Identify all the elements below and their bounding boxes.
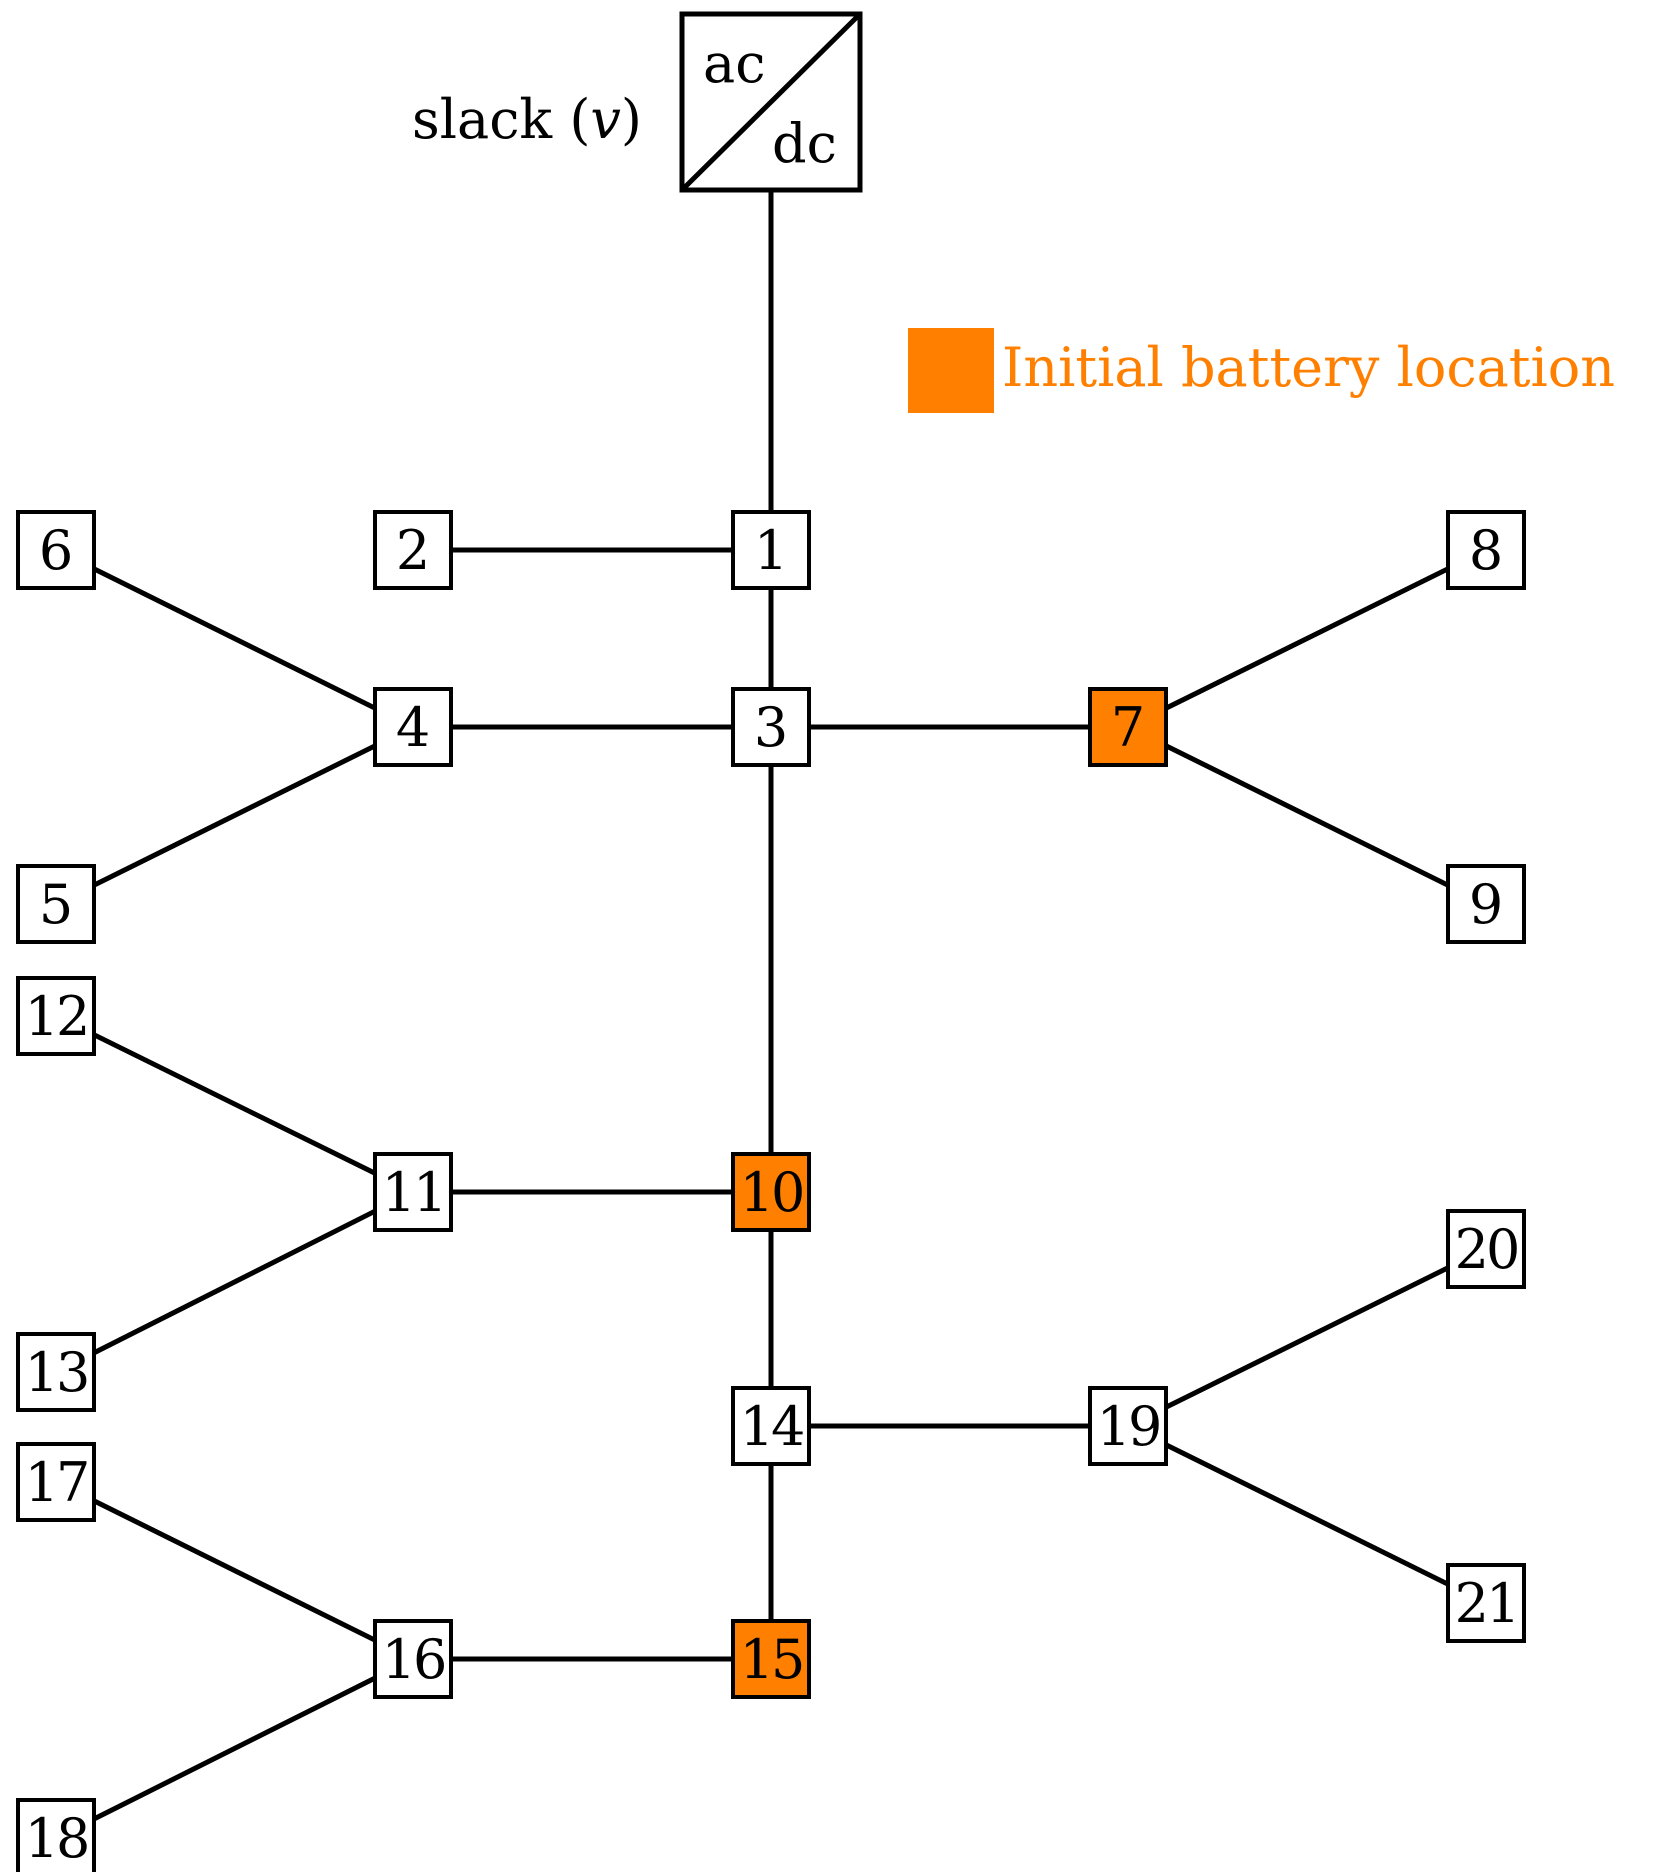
bus-node-box bbox=[1446, 864, 1526, 944]
bus-node-21: 21 bbox=[1446, 1563, 1526, 1643]
slack-symbol: v bbox=[590, 88, 621, 151]
bus-node-box bbox=[731, 687, 811, 767]
bus-node-box bbox=[16, 864, 96, 944]
bus-node-label: 19 bbox=[1097, 1395, 1160, 1458]
bus-node-box bbox=[373, 510, 453, 590]
bus-node-19: 19 bbox=[1088, 1386, 1168, 1466]
edge-4-6 bbox=[54, 547, 415, 730]
slack-open-paren: ( bbox=[552, 88, 590, 151]
bus-node-box bbox=[731, 1386, 811, 1466]
legend-battery-label: Initial battery location bbox=[1002, 336, 1615, 399]
bus-node-11: 11 bbox=[373, 1152, 453, 1232]
bus-node-label: 14 bbox=[740, 1395, 803, 1458]
bus-node-label: 17 bbox=[25, 1451, 88, 1514]
bus-node-box bbox=[16, 1332, 96, 1412]
bus-node-label: 10 bbox=[740, 1161, 803, 1224]
bus-node-9: 9 bbox=[1446, 864, 1526, 944]
slack-word: slack bbox=[412, 88, 553, 151]
bus-node-label: 7 bbox=[1111, 696, 1145, 759]
bus-node-label: 20 bbox=[1455, 1218, 1518, 1281]
bus-node-box bbox=[16, 976, 96, 1056]
bus-node-label: 21 bbox=[1455, 1572, 1518, 1635]
edges-layer bbox=[54, 190, 1488, 1841]
bus-node-label: 6 bbox=[39, 519, 73, 582]
bus-node-box bbox=[373, 1619, 453, 1699]
bus-node-6: 6 bbox=[16, 510, 96, 590]
legend-battery-swatch bbox=[908, 328, 994, 413]
bus-node-label: 5 bbox=[39, 873, 73, 936]
bus-node-7: 7 bbox=[1088, 687, 1168, 767]
edge-11-13 bbox=[54, 1189, 415, 1375]
edge-11-12 bbox=[54, 1013, 415, 1195]
edge-4-5 bbox=[54, 724, 415, 907]
bus-node-box bbox=[731, 510, 811, 590]
edge-16-18 bbox=[54, 1656, 415, 1841]
bus-node-12: 12 bbox=[16, 976, 96, 1056]
bus-node-label: 4 bbox=[396, 696, 430, 759]
bus-node-17: 17 bbox=[16, 1442, 96, 1522]
bus-node-label: 1 bbox=[754, 519, 788, 582]
bus-node-20: 20 bbox=[1446, 1209, 1526, 1289]
edge-19-21 bbox=[1126, 1423, 1488, 1606]
ac-dc-converter: ac dc bbox=[679, 11, 863, 193]
converter-ac-label: ac bbox=[703, 32, 765, 95]
edge-16-17 bbox=[54, 1479, 415, 1662]
bus-node-label: 3 bbox=[754, 696, 788, 759]
slack-close-paren: ) bbox=[621, 88, 642, 151]
bus-node-label: 15 bbox=[740, 1628, 803, 1691]
bus-node-14: 14 bbox=[731, 1386, 811, 1466]
edge-7-8 bbox=[1126, 547, 1488, 730]
bus-node-label: 9 bbox=[1469, 873, 1503, 936]
bus-node-box bbox=[16, 1798, 96, 1872]
bus-node-box bbox=[731, 1152, 811, 1232]
bus-node-box bbox=[373, 687, 453, 767]
bus-node-box bbox=[1088, 1386, 1168, 1466]
bus-node-3: 3 bbox=[731, 687, 811, 767]
edge-7-9 bbox=[1126, 724, 1488, 907]
slack-label: slack (v) bbox=[412, 88, 642, 151]
bus-node-box bbox=[1446, 1209, 1526, 1289]
bus-node-box bbox=[1446, 1563, 1526, 1643]
bus-node-2: 2 bbox=[373, 510, 453, 590]
bus-node-box bbox=[16, 510, 96, 590]
bus-node-box bbox=[16, 1442, 96, 1522]
bus-node-label: 18 bbox=[25, 1807, 88, 1870]
bus-node-5: 5 bbox=[16, 864, 96, 944]
bus-node-18: 18 bbox=[16, 1798, 96, 1872]
bus-node-15: 15 bbox=[731, 1619, 811, 1699]
bus-node-1: 1 bbox=[731, 510, 811, 590]
bus-node-13: 13 bbox=[16, 1332, 96, 1412]
bus-node-10: 10 bbox=[731, 1152, 811, 1232]
bus-node-box bbox=[731, 1619, 811, 1699]
edge-19-20 bbox=[1126, 1246, 1488, 1429]
bus-node-label: 13 bbox=[25, 1341, 88, 1404]
bus-node-label: 2 bbox=[396, 519, 430, 582]
bus-node-label: 16 bbox=[382, 1628, 445, 1691]
bus-node-8: 8 bbox=[1446, 510, 1526, 590]
bus-node-label: 11 bbox=[382, 1161, 445, 1224]
converter-diagonal bbox=[680, 12, 862, 192]
bus-node-box bbox=[373, 1152, 453, 1232]
converter-dc-label: dc bbox=[772, 112, 837, 175]
bus-node-box bbox=[1446, 510, 1526, 590]
bus-node-box bbox=[1088, 687, 1168, 767]
bus-node-16: 16 bbox=[373, 1619, 453, 1699]
bus-node-label: 8 bbox=[1469, 519, 1503, 582]
bus-node-label: 12 bbox=[25, 985, 88, 1048]
legend: Initial battery location bbox=[908, 328, 1615, 413]
bus-node-4: 4 bbox=[373, 687, 453, 767]
